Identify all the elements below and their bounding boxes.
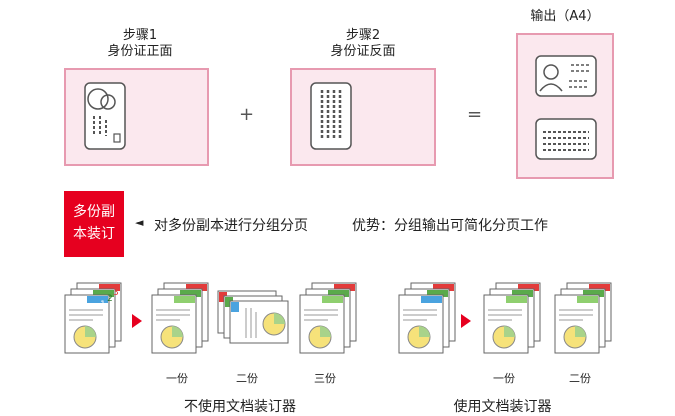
step1-label: 步骤1 身份证正面 [85,28,195,60]
copy-label-one-left: 一份 [166,372,188,385]
output-label: 输出（A4） [530,9,600,24]
arrow-right-icon-left-group [132,314,142,328]
step1-subtitle: 身份证正面 [107,44,173,59]
copy-label-three-left: 三份 [314,372,336,385]
page-stack-copy-3 [299,282,357,354]
id-card-back-landscape-icon [535,118,597,160]
step2-box [290,68,436,166]
pointer-arrow-icon: ◄ [135,216,144,229]
copy-label-two-right: 二份 [569,372,591,385]
arrow-right-icon-right-group [461,314,471,328]
page-number-3-a: 3 [113,288,119,298]
equals-sign: = [467,104,483,125]
tag-line2: 本装订 [73,226,115,242]
caption-without-finisher: 不使用文档装订器 [184,399,296,415]
multi-copy-tag: 多份副 本装订 [64,191,124,257]
page-stack-unsorted-1 [64,282,122,354]
page-number-1-a: 1 [100,300,106,310]
step2-title: 步骤2 [345,28,381,43]
id-card-front-icon [84,82,126,150]
description-text: 对多份副本进行分组分页 [154,218,308,234]
caption-with-finisher: 使用文档装订器 [453,399,552,415]
page-stack-unsorted-2 [398,282,456,354]
page-stack-copy-1 [151,282,209,354]
step2-subtitle: 身份证反面 [330,44,396,59]
page-number-2-a: 2 [107,294,113,304]
id-card-front-landscape-icon [535,55,597,97]
step1-title: 步骤1 [122,28,158,43]
copy-label-one-right: 一份 [493,372,515,385]
page-stack-sorted-1 [483,282,541,354]
page-stack-sorted-2 [554,282,612,354]
page-stack-copy-2-fanned [217,290,289,344]
step2-label: 步骤2 身份证反面 [308,28,418,60]
output-box [516,33,614,179]
id-card-back-icon [310,82,352,150]
copy-label-two-left: 二份 [236,372,258,385]
advantage-text: 优势：分组输出可简化分页工作 [352,218,548,234]
tag-line1: 多份副 [73,204,115,220]
plus-sign: + [239,104,255,125]
step1-box [64,68,209,166]
